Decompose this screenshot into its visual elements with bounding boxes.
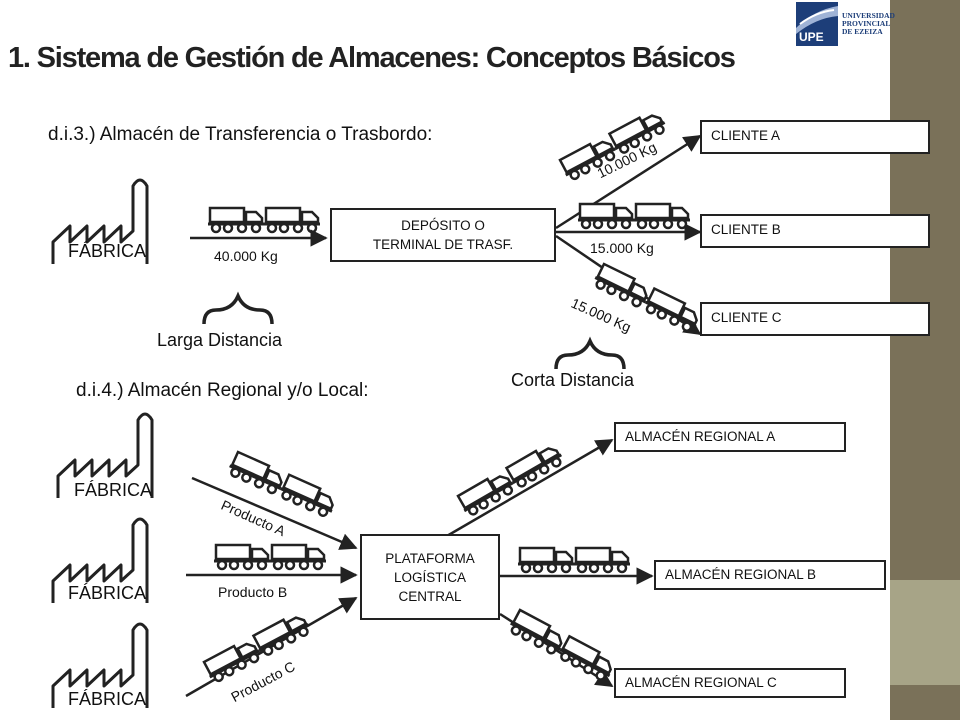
hub-line-2: LOGÍSTICA bbox=[393, 569, 466, 585]
hub-line-3: CENTRAL bbox=[398, 588, 462, 604]
truck-icon bbox=[456, 441, 565, 518]
logo-mark-text: UPE bbox=[799, 30, 824, 44]
university-logo: UPE UNIVERSIDAD PROVINCIAL DE EZEIZA bbox=[796, 2, 895, 50]
factory-label: FÁBRICA bbox=[74, 480, 153, 500]
brace-icon bbox=[202, 294, 274, 326]
truck-icon bbox=[208, 208, 320, 232]
truck-icon bbox=[507, 609, 617, 683]
arrow-icon bbox=[191, 476, 358, 550]
depot-line-1: DEPÓSITO O bbox=[401, 218, 485, 233]
warehouse-label: ALMACÉN REGIONAL B bbox=[665, 567, 817, 582]
client-box-c: CLIENTE C bbox=[700, 302, 930, 336]
warehouse-box-c: ALMACÉN REGIONAL C bbox=[614, 668, 846, 698]
truck-icon bbox=[214, 545, 326, 569]
inbound-weight: 40.000 Kg bbox=[214, 248, 278, 264]
depot-line-2: TERMINAL DE TRASF. bbox=[372, 237, 514, 252]
brace-icon bbox=[554, 339, 626, 371]
factory-label: FÁBRICA bbox=[68, 241, 147, 261]
factory-label: FÁBRICA bbox=[68, 689, 147, 709]
client-box-a: CLIENTE A bbox=[700, 120, 930, 154]
client-label: CLIENTE C bbox=[711, 310, 782, 325]
logo-mark-icon bbox=[796, 2, 838, 46]
product-label-b: Producto B bbox=[218, 584, 288, 600]
hub-box: PLATAFORMA LOGÍSTICA CENTRAL bbox=[360, 534, 500, 620]
client-label: CLIENTE A bbox=[711, 128, 781, 143]
client-box-b: CLIENTE B bbox=[700, 214, 930, 248]
depot-box: DEPÓSITO O TERMINAL DE TRASF. bbox=[330, 208, 556, 262]
section-heading-transfer: d.i.3.) Almacén de Transferencia o Trasb… bbox=[48, 124, 433, 145]
arrow-icon bbox=[439, 438, 614, 542]
factory-label: FÁBRICA bbox=[68, 583, 147, 603]
truck-icon bbox=[518, 548, 630, 572]
short-distance-label: Corta Distancia bbox=[511, 370, 635, 390]
warehouse-box-b: ALMACÉN REGIONAL B bbox=[654, 560, 886, 590]
client-label: CLIENTE B bbox=[711, 222, 781, 237]
truck-icon bbox=[578, 204, 690, 228]
long-distance-label: Larga Distancia bbox=[157, 330, 283, 350]
hub-line-1: PLATAFORMA bbox=[385, 550, 475, 566]
warehouse-label: ALMACÉN REGIONAL A bbox=[625, 429, 776, 444]
weight-label-b: 15.000 Kg bbox=[590, 240, 654, 256]
logo-name: UNIVERSIDAD PROVINCIAL DE EZEIZA bbox=[842, 11, 895, 36]
warehouse-label: ALMACÉN REGIONAL C bbox=[625, 675, 777, 690]
slide-title: 1. Sistema de Gestión de Almacenes: Conc… bbox=[8, 42, 736, 74]
sidebar-accent bbox=[890, 580, 960, 685]
warehouse-box-a: ALMACÉN REGIONAL A bbox=[614, 422, 846, 452]
section-heading-regional: d.i.4.) Almacén Regional y/o Local: bbox=[76, 380, 369, 401]
